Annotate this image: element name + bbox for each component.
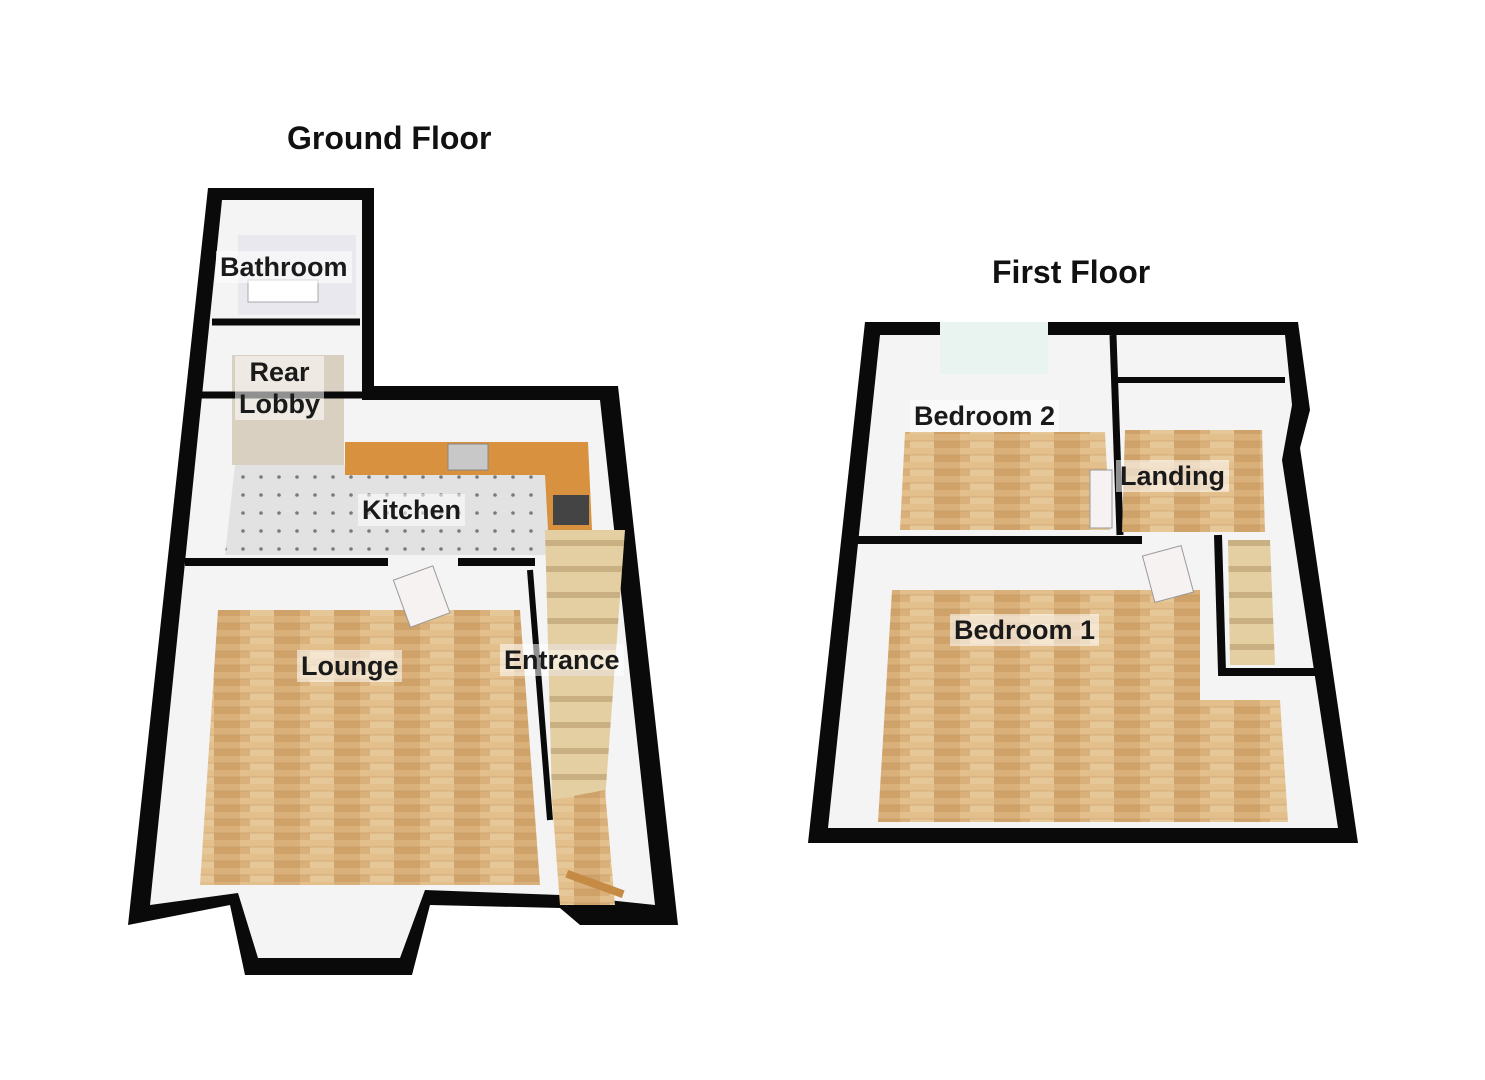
- bedroom-2-floor: [900, 432, 1110, 530]
- bedroom-2-door: [1089, 469, 1113, 529]
- bath-tub: [247, 279, 319, 303]
- lounge-floor: [200, 610, 540, 885]
- room-label-landing: Landing: [1116, 460, 1229, 492]
- ground-floor-plan: [128, 188, 678, 975]
- lounge-door: [392, 565, 451, 628]
- room-label-rear-lobby-line2: Lobby: [239, 389, 320, 419]
- room-label-kitchen: Kitchen: [358, 494, 466, 526]
- bedroom-2-landing-wall: [1109, 334, 1124, 536]
- stair-well-walls: [1214, 534, 1320, 676]
- ground-floor-title: Ground Floor: [287, 120, 492, 156]
- room-label-rear-lobby-line1: Rear: [249, 357, 310, 387]
- bedroom-1-floor: [878, 590, 1288, 822]
- bedroom-1-door: [1141, 545, 1195, 603]
- room-label-bedroom-1: Bedroom 1: [950, 614, 1100, 646]
- room-label-rear-lobby: Rear Lobby: [235, 356, 324, 420]
- kitchen-sink: [447, 443, 489, 471]
- kitchen-hob: [553, 495, 589, 525]
- lounge-entrance-wall: [527, 569, 553, 821]
- room-label-entrance: Entrance: [500, 644, 624, 676]
- first-floor-title: First Floor: [992, 254, 1151, 290]
- first-floor-stairs: [1228, 540, 1275, 665]
- first-floor-plan: [808, 322, 1358, 843]
- room-label-bathroom: Bathroom: [216, 251, 352, 283]
- front-door: [565, 869, 625, 899]
- room-label-bedroom-2: Bedroom 2: [910, 400, 1060, 432]
- bedroom-2-window: [940, 322, 1048, 374]
- room-label-lounge: Lounge: [297, 650, 403, 682]
- kitchen-worktop: [345, 442, 592, 530]
